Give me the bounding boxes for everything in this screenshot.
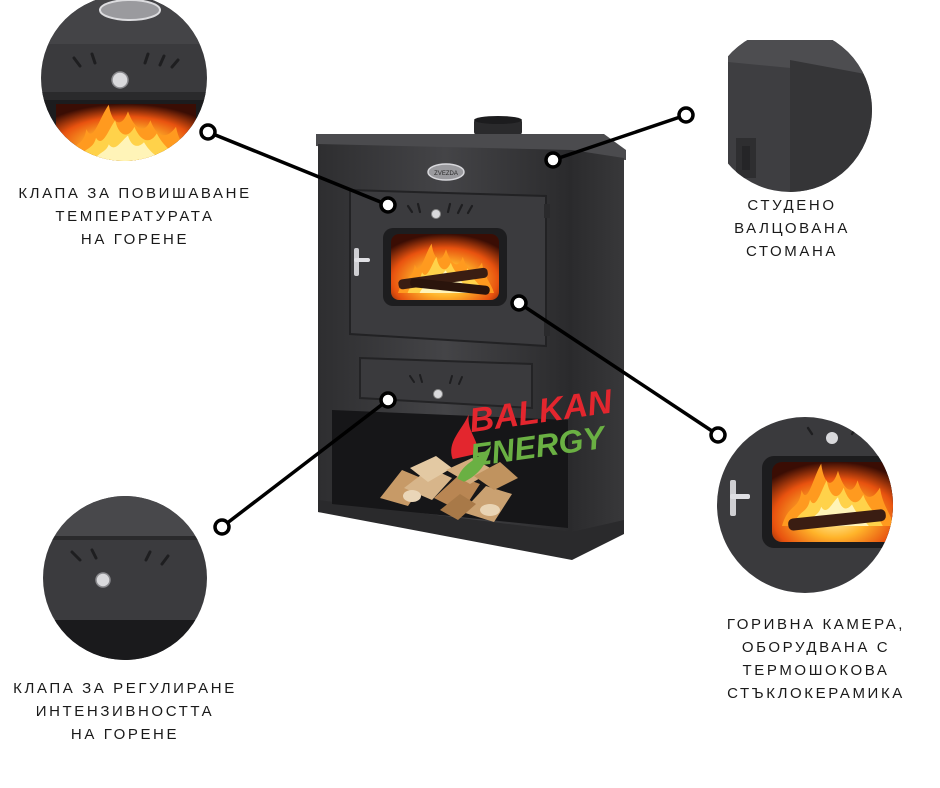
caption-line: НА ГОРЕНЕ xyxy=(80,231,190,248)
caption-line: СТУДЕНО xyxy=(747,197,837,214)
detail-upper-air-damper xyxy=(41,0,207,161)
brand-logo: BALKAN ENERGY xyxy=(451,382,616,482)
leader-dot xyxy=(510,294,528,312)
upper-air-knob xyxy=(431,209,441,219)
caption-line: ТЕРМОШОКОВА xyxy=(742,662,890,679)
leader-dot xyxy=(379,196,397,214)
caption-lower-air-damper: КЛАПА ЗА РЕГУЛИРАНЕ ИНТЕНЗИВНОСТТА НА ГО… xyxy=(0,677,250,746)
detail-cold-rolled-steel xyxy=(708,28,872,192)
caption-combustion-chamber: ГОРИВНА КАМЕРА, ОБОРУДВАНА С ТЕРМОШОКОВА… xyxy=(706,613,926,705)
brand-badge-text: ZVEZDA xyxy=(434,171,458,177)
leader-lines xyxy=(199,106,727,536)
ash-drawer xyxy=(359,356,533,410)
leader-dot xyxy=(199,123,217,141)
stove-base xyxy=(318,500,624,560)
caption-line: ОБОРУДВАНА С xyxy=(741,639,891,656)
caption-line: ГОРИВНА КАМЕРА, xyxy=(726,616,906,633)
caption-line: КЛАПА ЗА ПОВИШАВАНЕ xyxy=(18,185,252,202)
caption-line: НА ГОРЕНЕ xyxy=(70,726,180,743)
caption-line: КЛАПА ЗА РЕГУЛИРАНЕ xyxy=(13,680,237,697)
caption-cold-rolled-steel: СТУДЕНО ВАЛЦОВАНА СТОМАНА xyxy=(708,194,876,263)
caption-line: СТЪКЛОКЕРАМИКА xyxy=(727,685,905,702)
leader-dot xyxy=(677,106,695,124)
leader-top-left xyxy=(207,130,389,207)
firewood xyxy=(380,456,518,522)
caption-line: СТОМАНА xyxy=(745,243,839,260)
leader-dot xyxy=(213,518,231,536)
side-panel xyxy=(572,150,624,546)
caption-upper-air-damper: КЛАПА ЗА ПОВИШАВАНЕ ТЕМПЕРАТУРАТА НА ГОР… xyxy=(4,182,266,251)
caption-line: ТЕМПЕРАТУРАТА xyxy=(55,208,215,225)
flame-mark-icon xyxy=(451,414,492,482)
brand-badge xyxy=(427,163,465,181)
leader-dot xyxy=(544,151,562,169)
door-handle xyxy=(354,248,370,276)
lower-air-vents xyxy=(409,374,463,385)
leader-dot xyxy=(709,426,727,444)
leader-bottom-left xyxy=(220,398,390,529)
caption-line: ИНТЕНЗИВНОСТТА xyxy=(35,703,215,720)
stove: ZVEZDA xyxy=(316,116,626,560)
leader-top-right xyxy=(552,113,687,162)
upper-air-vents xyxy=(406,202,474,215)
caption-line: ВАЛЦОВАНА xyxy=(734,220,850,237)
lower-air-knob xyxy=(433,389,443,399)
leader-dot xyxy=(379,391,397,409)
leader-bottom-right xyxy=(518,301,719,437)
detail-combustion-chamber xyxy=(717,417,893,593)
detail-lower-air-damper xyxy=(43,496,207,660)
